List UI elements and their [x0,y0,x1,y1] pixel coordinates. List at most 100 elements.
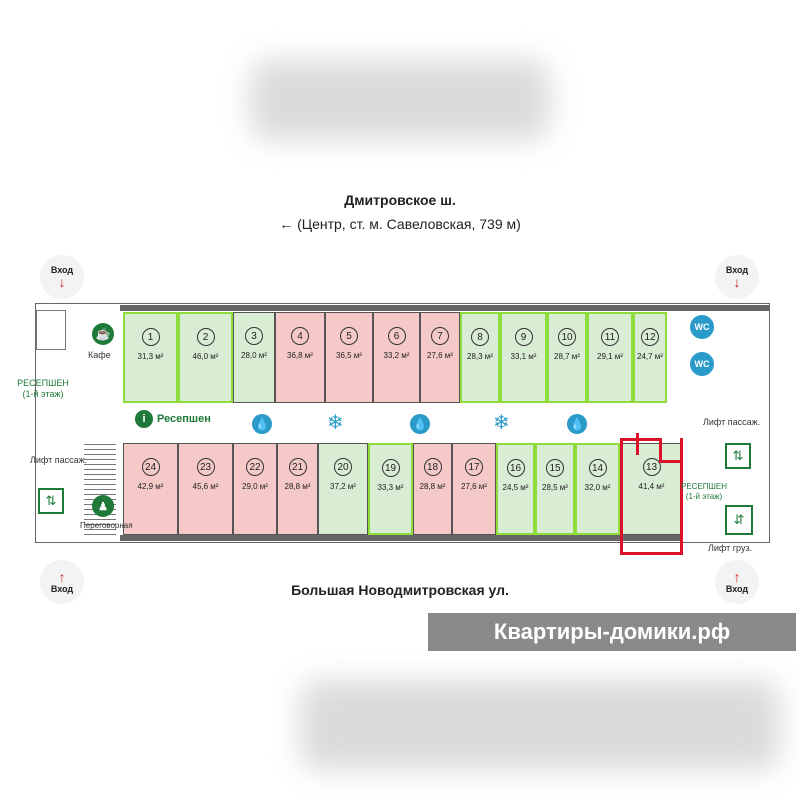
wall-top [120,305,770,311]
wc-icon: WC [690,315,714,339]
room-7[interactable]: 7 27,6 м² [420,312,460,403]
highlight-notch [659,438,662,462]
room-area: 29,0 м² [242,482,268,491]
room-area: 42,9 м² [137,482,164,491]
room-number: 11 [601,328,619,346]
room-area: 24,7 м² [637,352,663,361]
stair-box [36,310,66,350]
highlight-top-edge [620,438,662,441]
arrow-down-icon: ↓ [58,274,66,290]
arrow-down-icon: ↓ [733,274,741,290]
entrance-bottom-right: ↑Вход [715,560,759,604]
room-area: 46,0 м² [192,352,219,361]
room-area: 28,8 м² [419,482,446,491]
room-number: 8 [471,328,489,346]
water-drop-icon: 💧 [252,414,272,434]
wall-bottom [120,535,680,541]
room-number: 1 [141,328,160,346]
snowflake-icon: ❄ [327,412,344,434]
floor-note: (1-й этаж) [22,389,64,399]
room-area: 33,1 м² [510,352,537,361]
room-12[interactable]: 12 24,7 м² [633,312,667,403]
room-area: 28,7 м² [554,352,580,361]
reception-floor-label: РЕСЕПШЕН [17,378,69,388]
room-number: 13 [642,458,661,476]
street-bottom: Большая Новодмитровская ул. [291,582,509,598]
room-number: 18 [423,458,442,476]
room-area: 33,2 м² [383,351,410,360]
reception-floor-left: РЕСЕПШЕН(1-й этаж) [8,378,78,400]
highlight-outline-room-13 [620,438,683,555]
snowflake-icon: ❄ [493,412,510,434]
lift-cargo-label: Лифт груз. [708,543,753,553]
blurred-background-top [250,60,550,140]
floor-note: (1-й этаж) [685,492,723,501]
room-area: 36,5 м² [336,351,362,360]
room-9[interactable]: 9 33,1 м² [500,312,547,403]
staircase [84,440,116,535]
room-1[interactable]: 1 31,3 м² [123,312,178,403]
entrance-label: Вход [725,265,749,275]
street-top-direction: ← (Центр, ст. м. Савеловская, 739 м) [279,216,521,232]
water-drop-icon: 💧 [567,414,587,434]
room-number: 9 [514,328,533,346]
room-area: 32,0 м² [584,483,611,492]
room-number: 17 [465,458,483,476]
room-number: 5 [340,327,358,345]
room-area: 24,5 м² [502,483,529,492]
room-5[interactable]: 5 36,5 м² [325,312,373,403]
lift-passenger-left-label: Лифт пассаж. [30,455,88,465]
room-number: 15 [546,459,564,477]
room-4[interactable]: 4 36,8 м² [275,312,325,403]
room-number: 7 [431,327,449,345]
entrance-label: Вход [50,584,74,594]
lift-passenger-right-label: Лифт пассаж. [703,417,761,427]
room-17[interactable]: 17 27,6 м² [452,443,496,535]
highlight-notch-h [659,460,683,463]
room-2[interactable]: 2 46,0 м² [178,312,233,403]
room-number: 12 [641,328,659,346]
entrance-top-right: Вход↓ [715,255,759,299]
room-number: 14 [588,459,607,477]
room-number: 23 [196,458,215,476]
arrow-up-icon: ↑ [733,569,741,585]
arrow-up-icon: ↑ [58,569,66,585]
room-area: 33,3 м² [377,483,404,492]
room-area: 36,8 м² [287,351,313,360]
highlight-tick [636,433,639,455]
room-area: 28,8 м² [284,482,311,491]
room-18[interactable]: 18 28,8 м² [413,443,452,535]
entrance-label: Вход [725,584,749,594]
room-area: 37,2 м² [330,482,356,491]
room-area: 28,3 м² [467,352,493,361]
wc-icon: WC [690,352,714,376]
room-number: 2 [196,328,215,346]
entrance-bottom-left: ↑Вход [40,560,84,604]
passenger-lift-icon: ⇅ [38,488,64,514]
building-outline [35,303,770,543]
room-area: 28,0 м² [241,351,267,360]
room-area: 31,3 м² [137,352,164,361]
room-8[interactable]: 8 28,3 м² [460,312,500,403]
room-area: 27,6 м² [427,351,453,360]
reception-floor-label: РЕСЕПШЕН [681,482,727,491]
cafe-cup-icon: ☕ [92,323,114,345]
room-area: 27,6 м² [461,482,487,491]
room-14[interactable]: 14 32,0 м² [575,443,620,535]
room-number: 4 [291,327,309,345]
street-top: Дмитровское ш. [344,192,456,208]
water-drop-icon: 💧 [410,414,430,434]
